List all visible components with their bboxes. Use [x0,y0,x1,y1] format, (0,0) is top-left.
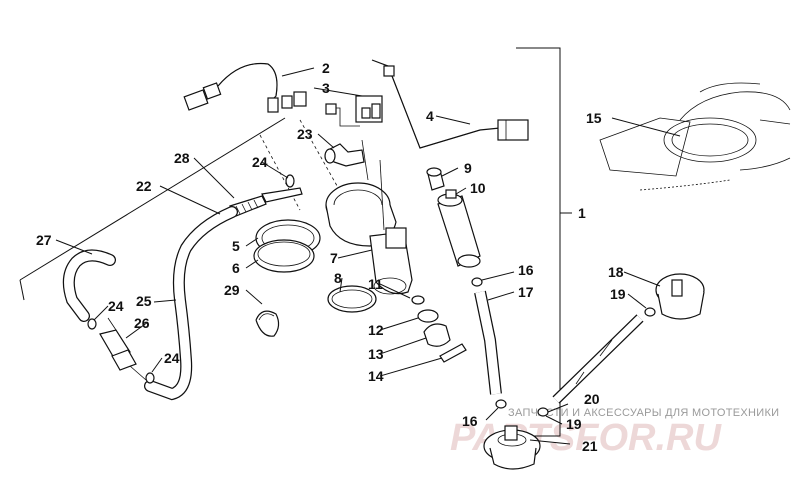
sender-base-21 [483,425,541,470]
callout-23: 23 [297,126,313,142]
callout-17: 17 [518,284,534,300]
seal-12 [417,309,439,323]
callout-25: 25 [136,293,152,309]
callout-24-lower: 24 [164,350,180,366]
retaining-clip-29 [255,310,280,337]
callout-14: 14 [368,368,384,384]
clamp-ring-8 [327,285,377,313]
callout-7: 7 [330,250,338,266]
callout-13: 13 [368,346,384,362]
fitting-16-upper [471,277,483,287]
fuel-pump-10 [437,189,481,268]
pump-cap-9 [426,167,445,191]
callout-3: 3 [322,80,330,96]
clamp-19-upper [644,307,656,317]
elbow-fitting-part [324,139,369,181]
callout-2: 2 [322,60,330,76]
callout-6: 6 [232,260,240,276]
sender-wire-part [371,59,529,149]
callout-12: 12 [368,322,384,338]
leader-lines [55,67,681,445]
clamp-19-lower [537,407,549,417]
callout-24-left: 24 [108,298,124,314]
fuel-filter-26 [99,317,147,381]
callout-24-upper: 24 [252,154,268,170]
fuel-hose-28 [229,187,303,217]
callout-4: 4 [426,108,434,124]
callout-labels: 2 3 4 23 24 28 22 27 5 6 7 8 29 9 10 1 1… [36,60,626,454]
watermark-caption: ЗАПЧАСТИ И АКСЕССУАРЫ ДЛЯ МОТОТЕХНИКИ [508,407,779,419]
callout-20: 20 [584,391,600,407]
callout-19-lower: 19 [566,416,582,432]
gasket-ring-6 [253,239,315,273]
callout-15: 15 [586,110,602,126]
strainer-13 [423,323,451,347]
callout-27: 27 [36,232,52,248]
clamp-24-upper [285,174,295,188]
callout-18: 18 [608,264,624,280]
hose-20 [552,314,644,404]
callout-26: 26 [134,315,150,331]
fitting-18 [655,273,705,320]
callout-19-upper: 19 [610,286,626,302]
sensor-bracket-part [325,95,383,127]
o-ring-11 [411,295,425,305]
clip-14 [439,343,467,363]
assembly-bracket-1 [516,47,572,437]
clamp-24-left [87,318,97,330]
callout-28: 28 [174,150,190,166]
callout-22: 22 [136,178,152,194]
callout-16-upper: 16 [518,262,534,278]
clamp-24-lower [145,372,155,384]
callout-11: 11 [368,276,383,292]
callout-1: 1 [578,205,586,221]
callout-21: 21 [582,438,598,454]
callout-29: 29 [224,282,240,298]
callout-10: 10 [470,180,486,196]
callout-5: 5 [232,238,240,254]
callout-9: 9 [464,160,472,176]
pump-module-7 [325,159,413,295]
callout-16-lower: 16 [462,413,478,429]
callout-8: 8 [334,270,342,286]
fuel-hose-27 [62,249,116,322]
wiring-harness-part [183,62,307,113]
hose-17 [474,290,502,395]
tank-location-sketch-15 [599,82,791,191]
fitting-16-lower [495,399,507,409]
fuel-hose-25 [144,206,238,401]
